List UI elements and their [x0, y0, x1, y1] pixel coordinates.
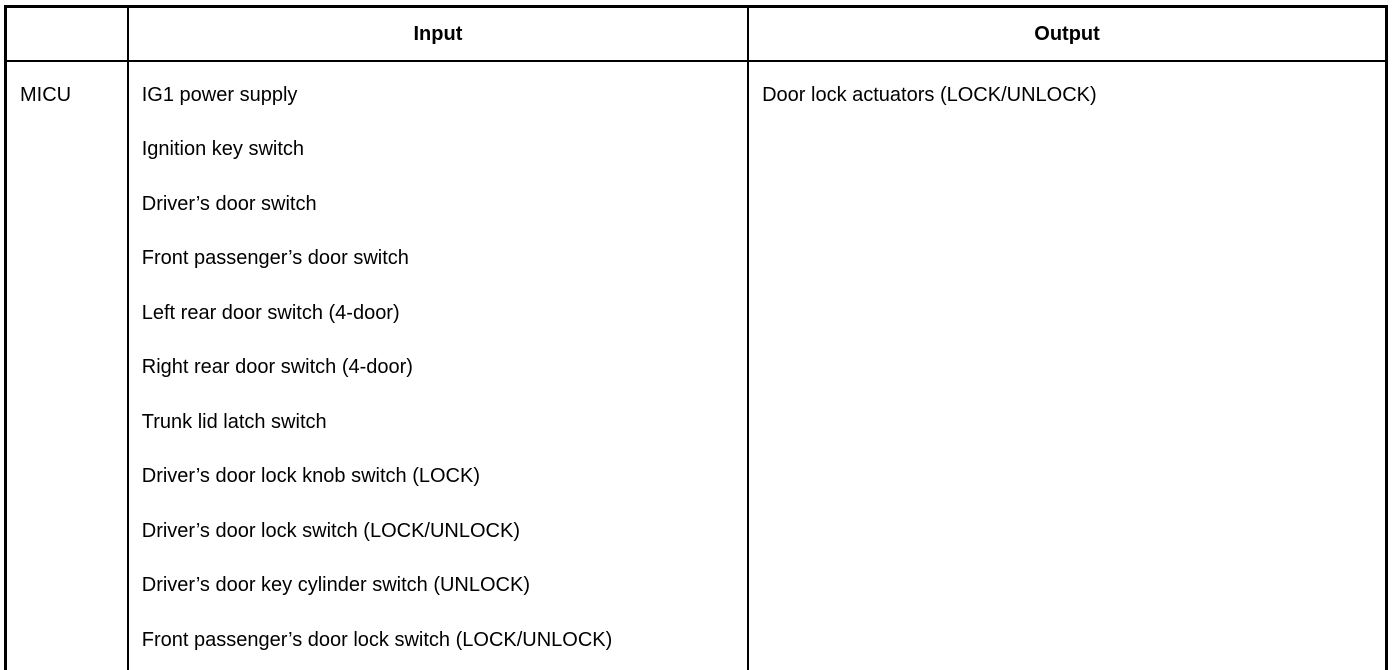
- unit-label: MICU: [20, 83, 72, 106]
- input-item: IG1 power supply: [141, 83, 298, 106]
- input-output-table: Input Output MICU IG1 power supply Ignit…: [4, 5, 1388, 670]
- input-item: Driver’s door lock knob switch (LOCK): [141, 465, 481, 488]
- input-item: Trunk lid latch switch: [141, 410, 327, 433]
- table-header-row: Input Output: [4, 5, 1388, 62]
- input-item: Driver’s door lock switch (LOCK/UNLOCK): [141, 519, 520, 542]
- input-item: Front passenger’s door switch: [141, 247, 409, 270]
- input-cell: IG1 power supply Ignition key switch Dri…: [126, 60, 750, 670]
- input-item: Driver’s door switch: [141, 192, 317, 215]
- output-item: Door lock actuators (LOCK/UNLOCK): [762, 83, 1097, 106]
- input-item: Driver’s door key cylinder switch (UNLOC…: [141, 574, 530, 597]
- input-item: Ignition key switch: [141, 138, 305, 161]
- input-item: Right rear door switch (4-door): [141, 356, 413, 379]
- header-cell-unit: [4, 5, 129, 62]
- table-row-micu: MICU IG1 power supply Ignition key switc…: [4, 60, 1388, 670]
- header-cell-output: Output: [747, 5, 1388, 62]
- output-cell: Door lock actuators (LOCK/UNLOCK): [747, 60, 1388, 670]
- unit-cell: MICU: [4, 60, 129, 670]
- input-item: Left rear door switch (4-door): [141, 301, 400, 324]
- header-cell-input: Input: [126, 5, 750, 62]
- input-item: Front passenger’s door lock switch (LOCK…: [141, 628, 613, 651]
